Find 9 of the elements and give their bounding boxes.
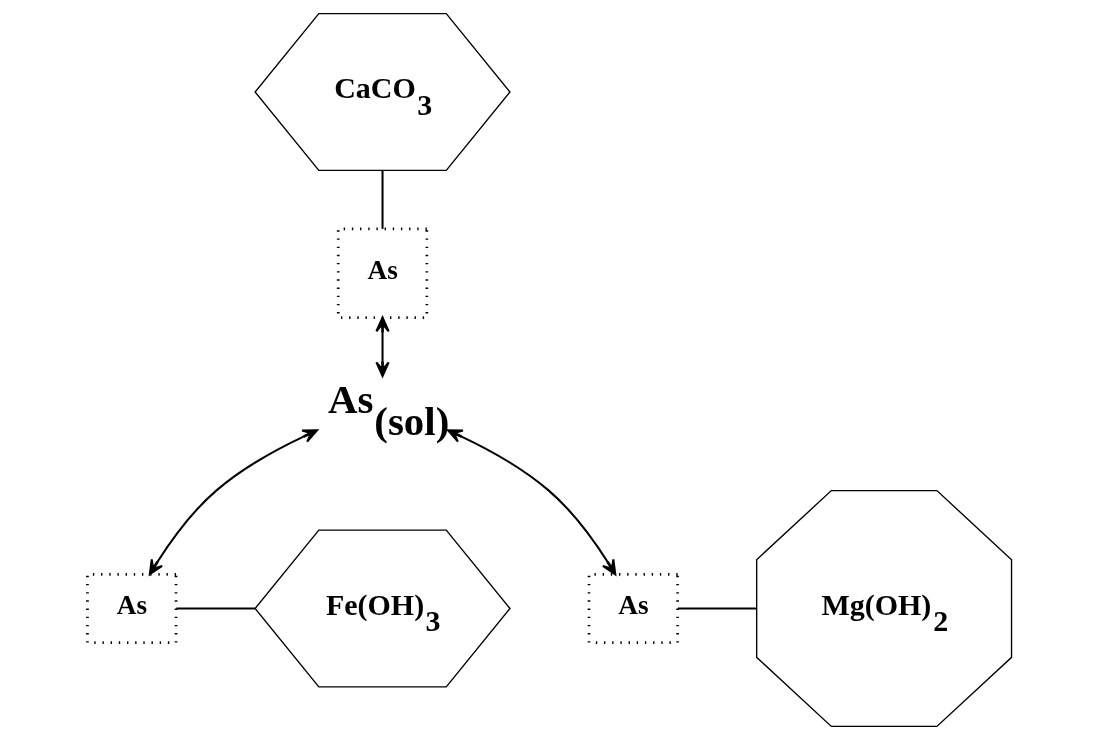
- connector: [176, 607, 255, 610]
- arrow: [447, 429, 617, 576]
- connector: [381, 170, 384, 229]
- arrow: [375, 316, 390, 378]
- node-box: As: [587, 573, 679, 644]
- node-box: As: [336, 227, 429, 319]
- arrow: [148, 429, 319, 576]
- connector: [677, 607, 757, 610]
- node-box: As: [86, 573, 178, 644]
